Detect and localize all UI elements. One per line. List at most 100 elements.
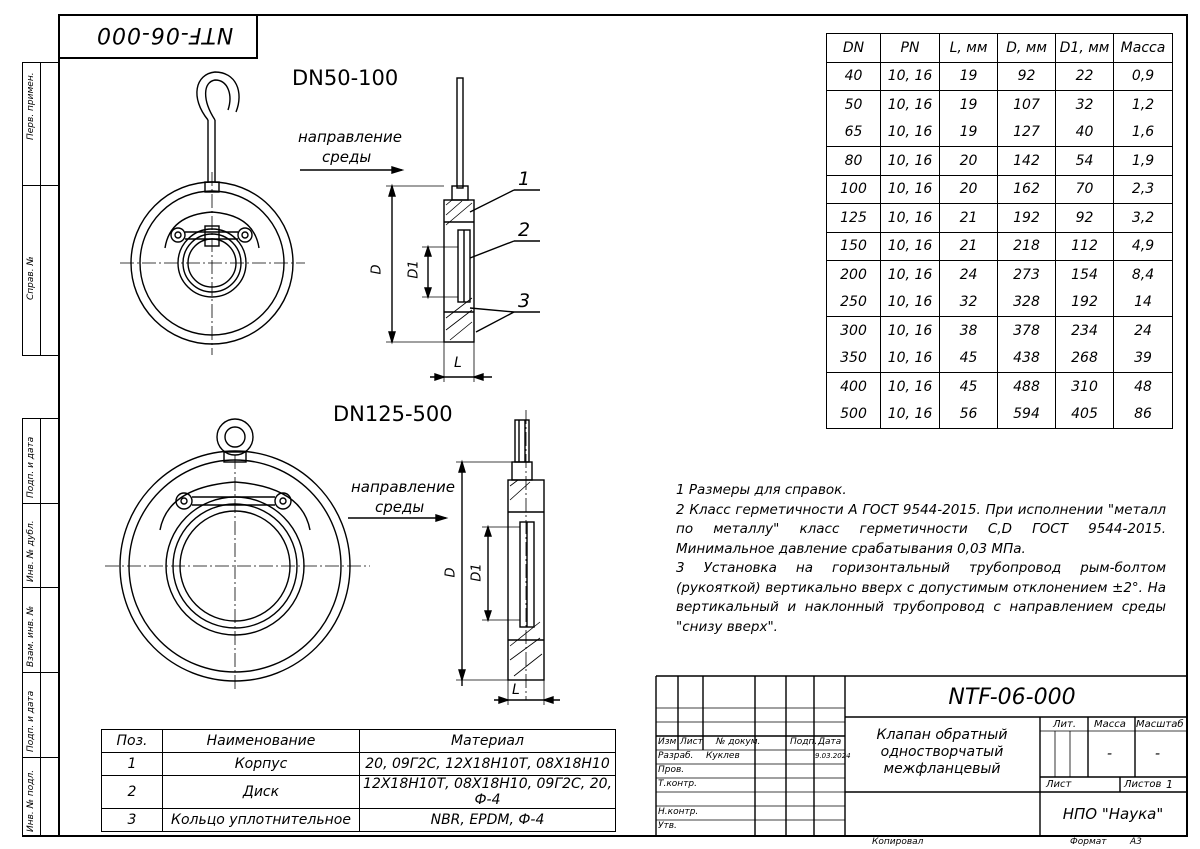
table-header-cell: DN (826, 33, 881, 63)
table-cell: 2 (101, 775, 163, 809)
side-stamp-line (22, 185, 58, 186)
table-header-cell: PN (880, 33, 940, 63)
table-cell: 100 (826, 174, 881, 204)
table-cell: 300 (826, 316, 881, 345)
table-cell: 250 (826, 288, 881, 317)
table-cell: 20, 09Г2С, 12Х18Н10Т, 08Х18Н10 (359, 752, 616, 776)
outer-frame-top (58, 14, 1188, 16)
table-header-cell: D, мм (997, 33, 1056, 63)
title-block-row-label: Пров. (658, 765, 685, 775)
table-cell: 127 (997, 118, 1056, 147)
table-cell: 218 (997, 231, 1056, 261)
format-label: Формат (1070, 837, 1107, 847)
side-stamp-line (40, 62, 41, 355)
title-block-header: Лист (680, 737, 703, 747)
table-cell: 438 (997, 344, 1056, 373)
table-cell: 350 (826, 344, 881, 373)
table-cell: 1 (101, 752, 163, 776)
table-cell: 70 (1055, 174, 1114, 204)
table-cell: 162 (997, 174, 1056, 204)
flow-direction-label: направление (351, 478, 455, 496)
title-block-developer: Куклев (706, 751, 740, 761)
table-cell: 310 (1055, 372, 1114, 401)
table-cell: 92 (1055, 203, 1114, 233)
outer-frame-left (58, 14, 60, 836)
outer-frame-bottom (22, 835, 1188, 837)
side-stamp-line (22, 587, 58, 588)
title-block-row-label: Т.контр. (658, 779, 698, 789)
table-cell: 10, 16 (880, 118, 940, 147)
notes-block: 1 Размеры для справок. 2 Класс герметичн… (676, 481, 1166, 637)
table-cell: 2,3 (1113, 174, 1173, 204)
view-title-small: DN50-100 (292, 66, 399, 90)
table-cell: Диск (162, 775, 360, 809)
table-cell: 1,9 (1113, 146, 1173, 176)
title-block-header: Дата (818, 737, 842, 747)
title-block-row-label: Разраб. (658, 751, 694, 761)
table-cell: 19 (939, 118, 998, 147)
title-block-header: Подп. (790, 737, 818, 747)
format-value: А3 (1130, 837, 1142, 847)
dim-label-D1: D1 (469, 563, 485, 582)
table-cell: 48 (1113, 372, 1173, 401)
dim-label-D: D (443, 567, 459, 578)
table-cell: 400 (826, 372, 881, 401)
title-block-lit-label: Лит. (1053, 719, 1077, 730)
table-cell: NBR, EPDM, Ф-4 (359, 808, 616, 832)
product-name-line: Клапан обратный (876, 727, 1008, 743)
title-block-scale-value: - (1155, 746, 1161, 762)
table-cell: 378 (997, 316, 1056, 345)
callout-number: 3 (518, 290, 531, 312)
table-cell: 12Х18Н10Т, 08Х18Н10, 09Г2С, 20, Ф-4 (359, 775, 616, 809)
table-cell: 273 (997, 260, 1056, 289)
table-cell: 10, 16 (880, 90, 940, 119)
product-name-line: одностворчатый (880, 744, 1004, 760)
title-block-header: № докум. (716, 737, 761, 747)
table-cell: 488 (997, 372, 1056, 401)
table-cell: 22 (1055, 61, 1114, 91)
dim-label-D: D (369, 264, 385, 275)
side-stamp-line (22, 62, 58, 63)
title-block-sheets-value: 1 (1166, 778, 1173, 791)
table-cell: 24 (939, 260, 998, 289)
table-cell: 65 (826, 118, 881, 147)
dim-label-L: L (512, 682, 520, 698)
code-box-line (58, 57, 258, 59)
table-cell: 40 (1055, 118, 1114, 147)
table-cell: 56 (939, 400, 998, 429)
table-cell: 10, 16 (880, 288, 940, 317)
side-stamp-line (22, 672, 58, 673)
table-cell: 14 (1113, 288, 1173, 317)
table-cell: 10, 16 (880, 400, 940, 429)
callout-number: 1 (518, 168, 531, 190)
table-cell: 142 (997, 146, 1056, 176)
table-cell: 10, 16 (880, 316, 940, 345)
table-cell: 8,4 (1113, 260, 1173, 289)
table-header-cell: D1, мм (1055, 33, 1114, 63)
title-block-date: 9.03.2024 (815, 752, 851, 760)
side-stamp-line (22, 355, 58, 356)
title-block-scale-label: Масштаб (1136, 719, 1184, 730)
table-cell: 154 (1055, 260, 1114, 289)
outer-frame-right (1186, 14, 1188, 836)
table-cell: 594 (997, 400, 1056, 429)
table-header-row: Поз. Наименование Материал (101, 729, 616, 753)
table-cell: 92 (997, 61, 1056, 91)
table-cell: 10, 16 (880, 174, 940, 204)
table-header-cell: L, мм (939, 33, 998, 63)
title-block-row-label: Н.контр. (658, 807, 699, 817)
table-cell: 112 (1055, 231, 1114, 261)
table-cell: Кольцо уплотнительное (162, 808, 360, 832)
table-cell: 1,6 (1113, 118, 1173, 147)
